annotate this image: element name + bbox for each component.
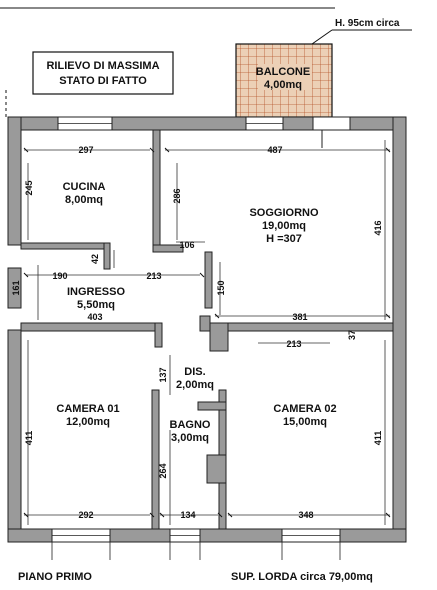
room-labels: BALCONE 4,00mq CUCINA 8,00mq SOGGIORNO 1…: [56, 66, 336, 444]
dim-411a: 411: [24, 431, 34, 446]
dim-416: 416: [373, 220, 383, 235]
surface-label: SUP. LORDA circa 79,00mq: [231, 571, 373, 583]
dimension-lines: [23, 140, 391, 525]
soggiorno-area: 19,00mq: [262, 220, 306, 232]
dim-381: 381: [292, 312, 307, 322]
cucina-area: 8,00mq: [65, 194, 103, 206]
dim-487: 487: [267, 145, 282, 155]
bagno-name: BAGNO: [170, 419, 211, 431]
balcone-name: BALCONE: [256, 66, 310, 78]
soggiorno-name: SOGGIORNO: [249, 207, 319, 219]
cucina-name: CUCINA: [63, 181, 106, 193]
title-line1: RILIEVO DI MASSIMA: [46, 60, 159, 72]
dim-42: 42: [90, 254, 100, 264]
balcony-note: H. 95cm circa: [236, 18, 412, 45]
dim-150: 150: [216, 280, 226, 295]
dim-134: 134: [180, 510, 195, 520]
dim-161: 161: [11, 280, 21, 295]
soggiorno-height: H =307: [266, 233, 302, 245]
dim-37: 37: [347, 330, 357, 340]
camera01-name: CAMERA 01: [56, 403, 119, 415]
dim-286: 286: [172, 188, 182, 203]
ingresso-name: INGRESSO: [67, 286, 126, 298]
dim-106: 106: [179, 240, 194, 250]
footer: PIANO PRIMO SUP. LORDA circa 79,00mq: [18, 571, 373, 583]
balcone-area: 4,00mq: [264, 79, 302, 91]
dim-137: 137: [158, 367, 168, 382]
dim-245: 245: [24, 180, 34, 195]
svg-text:H. 95cm circa: H. 95cm circa: [335, 18, 400, 29]
dim-190: 190: [52, 271, 67, 281]
dis-name: DIS.: [184, 366, 205, 378]
dis-area: 2,00mq: [176, 379, 214, 391]
camera02-area: 15,00mq: [283, 416, 327, 428]
windows: [51, 116, 351, 560]
dim-411b: 411: [373, 431, 383, 446]
ingresso-area: 5,50mq: [77, 299, 115, 311]
dim-403: 403: [87, 312, 102, 322]
camera01-area: 12,00mq: [66, 416, 110, 428]
dimension-texts: 297 487 245 286 416 106 42 190 213 161 1…: [11, 145, 383, 520]
title-line2: STATO DI FATTO: [59, 75, 147, 87]
balcony: [235, 43, 333, 118]
floor-label: PIANO PRIMO: [18, 571, 92, 583]
camera02-name: CAMERA 02: [273, 403, 336, 415]
dim-213b: 213: [286, 339, 301, 349]
title-box: RILIEVO DI MASSIMA STATO DI FATTO: [32, 51, 174, 95]
bagno-area: 3,00mq: [171, 432, 209, 444]
dim-213a: 213: [146, 271, 161, 281]
dim-297: 297: [78, 145, 93, 155]
dim-264: 264: [158, 463, 168, 478]
interior-walls: [20, 129, 394, 530]
dim-348: 348: [298, 510, 313, 520]
dim-292: 292: [78, 510, 93, 520]
